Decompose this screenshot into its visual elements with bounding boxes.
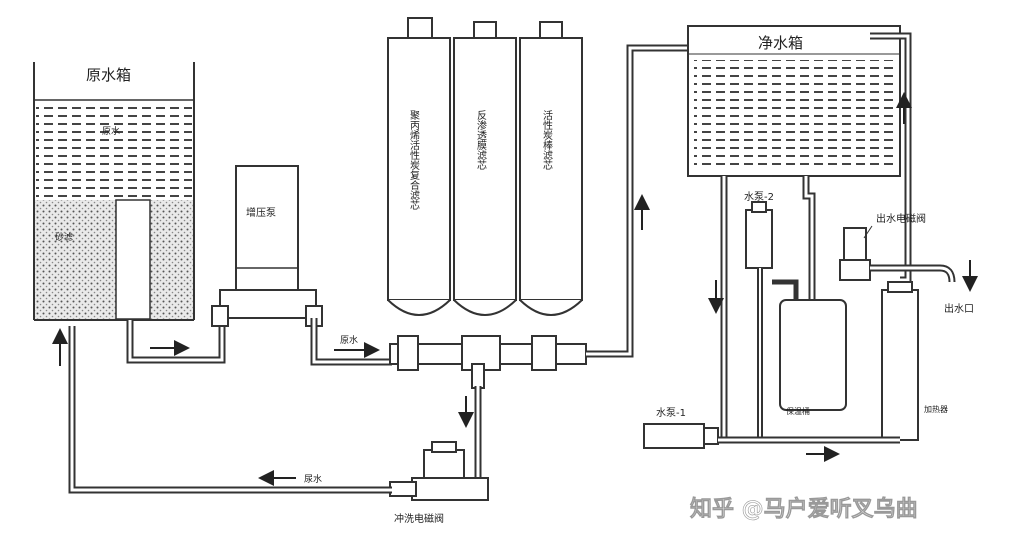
heater-label: 加热器 [924, 404, 948, 414]
booster-pump-label: 增压泵 [246, 206, 276, 219]
filter-cartridge-2: 反渗透膜滤芯 [453, 21, 517, 316]
water-pump-2: 水泵-2 [744, 191, 774, 269]
pipe-tank-to-pump [126, 315, 226, 364]
raw-tank-inner-label: 原水 [102, 125, 120, 137]
raw-water-tank: 原水箱 原水 砂滤 [33, 62, 195, 321]
filter2-label: 反渗透膜滤芯 [475, 110, 487, 170]
clean-tank-title: 净水箱 [758, 34, 803, 52]
flush-valve-label: 冲洗电磁阀 [394, 512, 444, 525]
filter3-label: 活性炭棒滤芯 [541, 110, 553, 170]
clean-water-tank: 净水箱 [687, 25, 901, 177]
booster-pump: 增压泵 [211, 165, 323, 327]
waste-water-label: 尿水 [304, 473, 322, 485]
flush-solenoid-valve: 冲洗电磁阀 [389, 441, 489, 525]
filter-manifold [389, 335, 587, 389]
filter1-label: 聚丙烯活性炭复合滤芯 [408, 110, 420, 210]
pump2-label: 水泵-2 [744, 191, 774, 203]
watermark: 知乎 @马户爱听叉乌曲 [690, 496, 918, 522]
filter-cartridge-3: 活性炭棒滤芯 [519, 21, 583, 316]
insulated-tank-label: 保温桶 [786, 406, 810, 416]
sand-label: 砂滤 [55, 231, 73, 243]
outlet-valve-label: 出水电磁阀 [876, 212, 926, 225]
water-pump-1: 水泵-1 [643, 407, 719, 449]
heater: 加热器 [881, 281, 948, 441]
raw-tank-title: 原水箱 [86, 66, 131, 84]
filter-cartridge-1: 聚丙烯活性炭复合滤芯 [387, 17, 451, 316]
pipe-filters-to-clean-tank [586, 44, 690, 358]
outlet-solenoid-valve: 出水电磁阀 [839, 212, 926, 281]
pump1-label: 水泵-1 [656, 407, 686, 419]
outlet-label: 出水口 [944, 302, 974, 315]
raw-water-pipe-label: 原水 [340, 334, 358, 346]
insulated-tank: 保温桶 [779, 299, 847, 416]
